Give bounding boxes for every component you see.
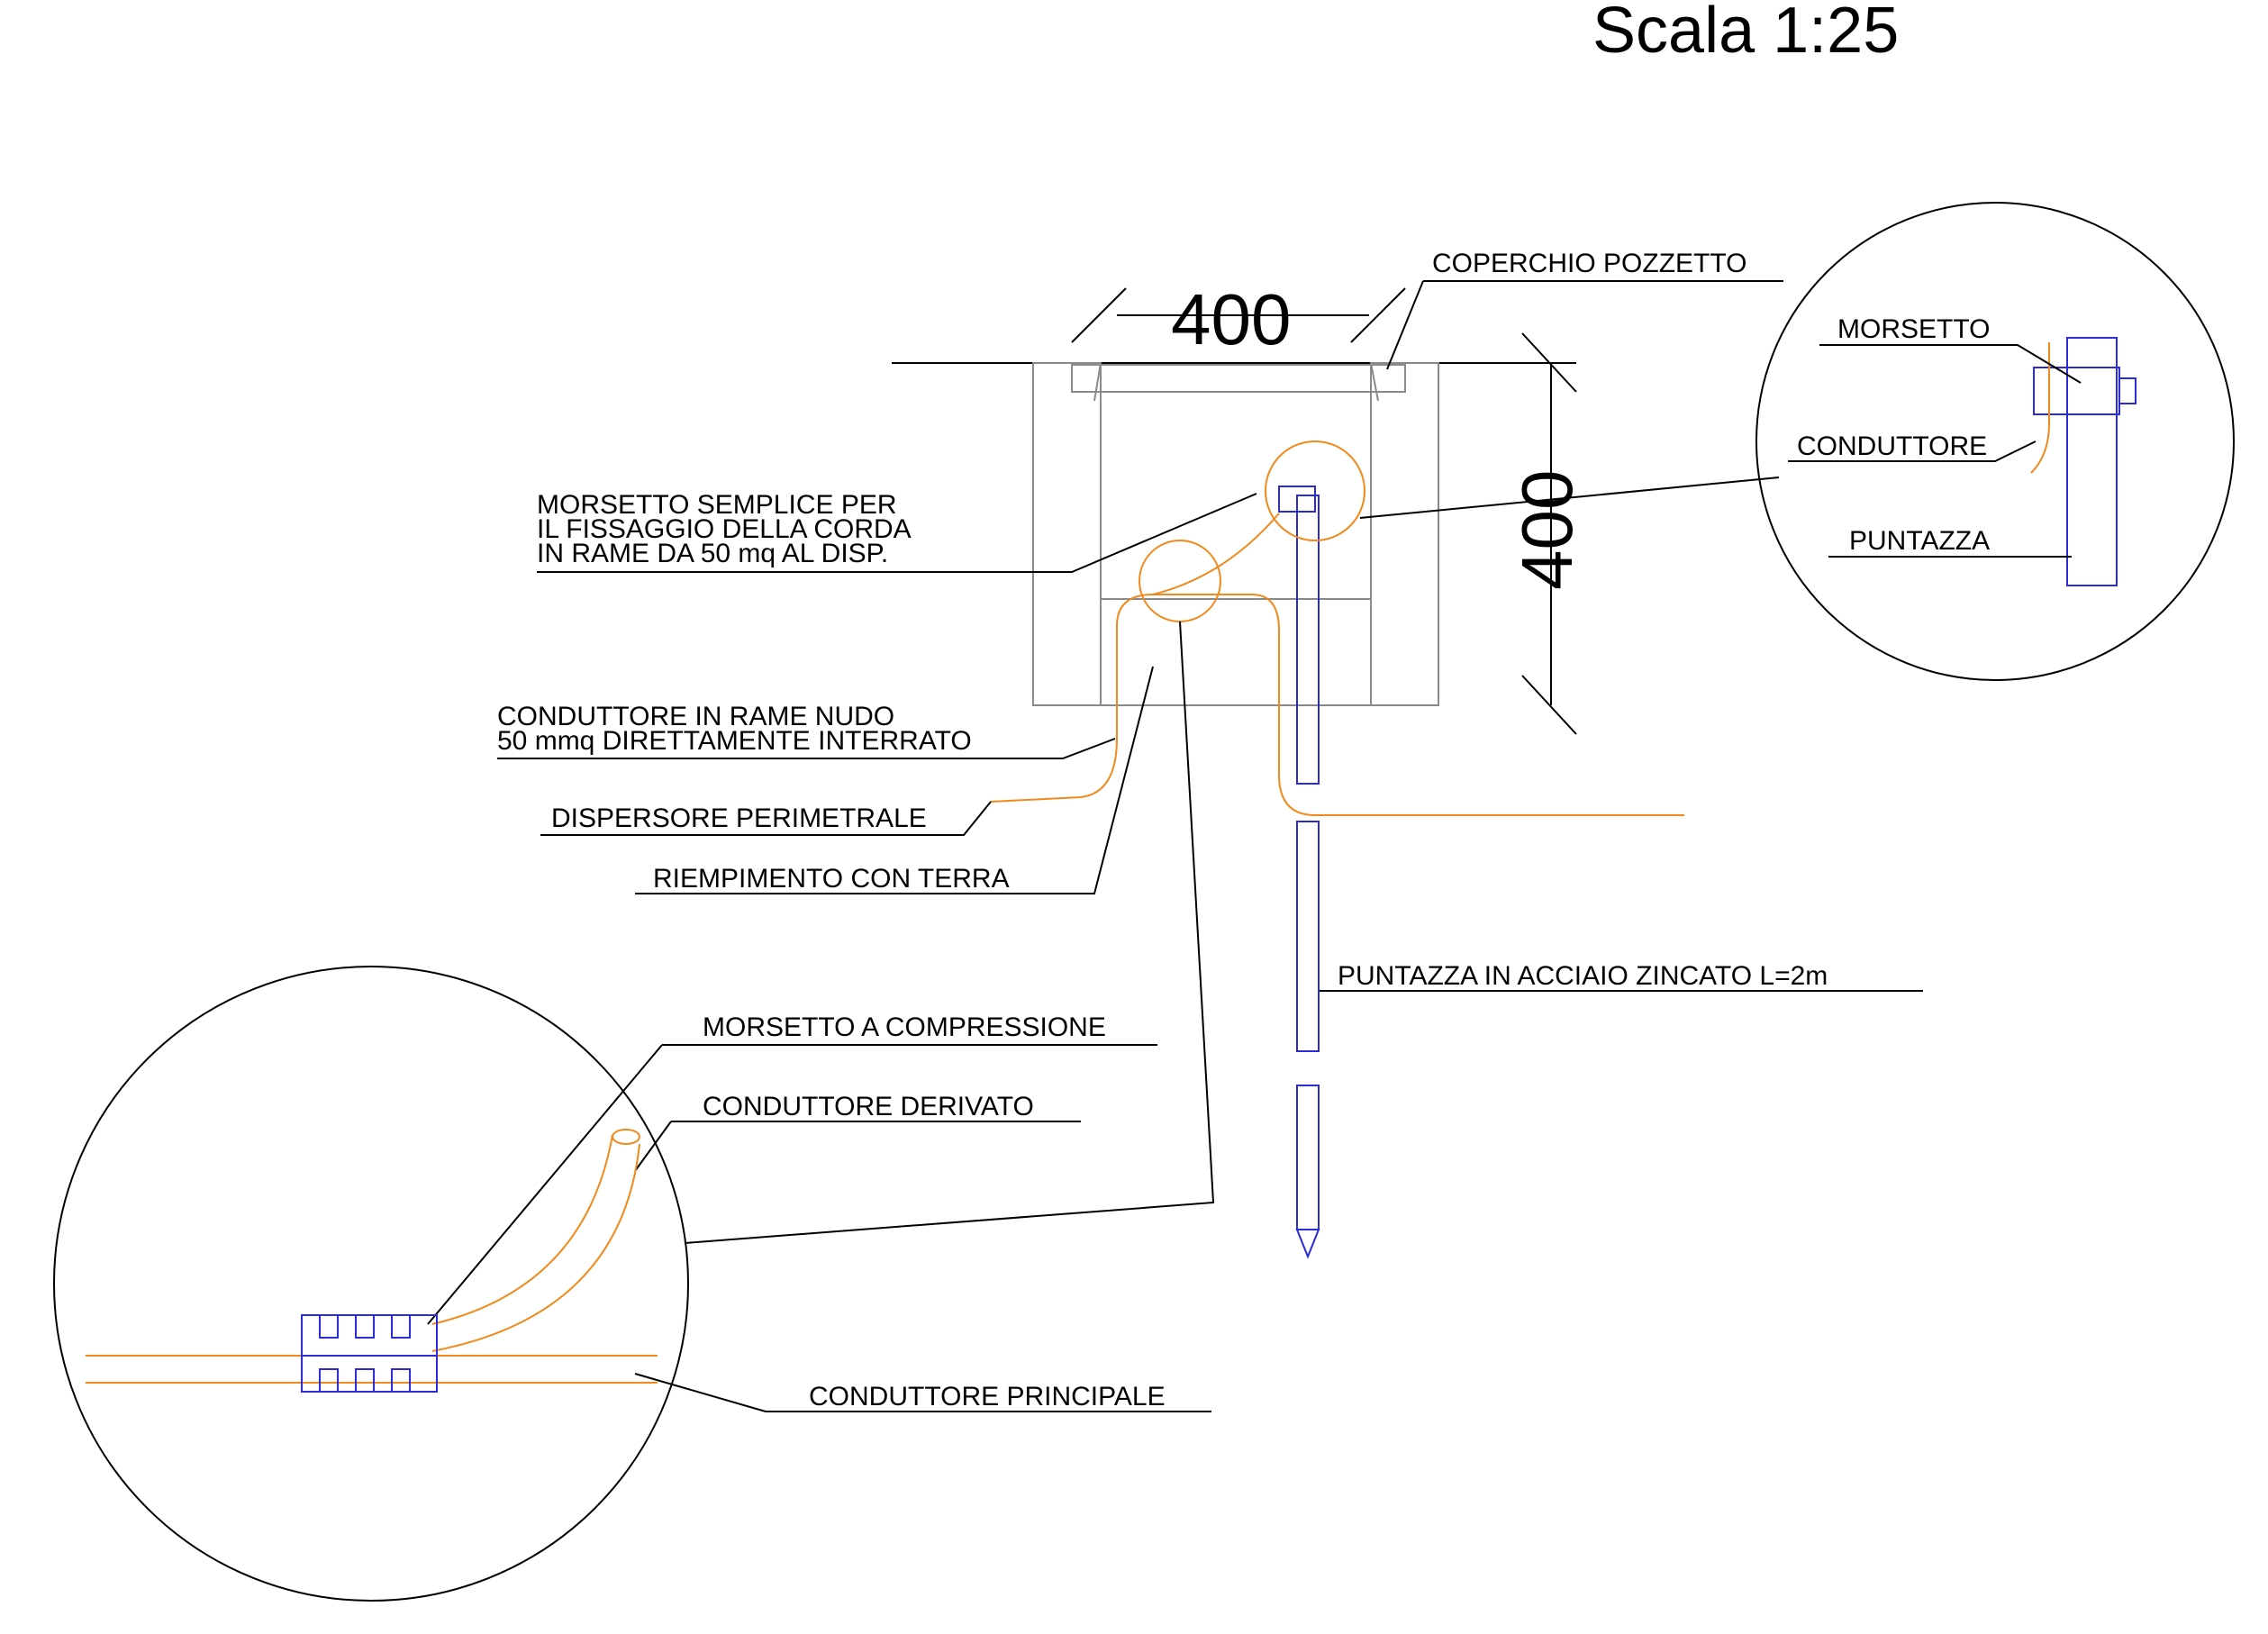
label-conduttore-derivato: CONDUTTORE DERIVATO (703, 1092, 1034, 1121)
rod-clamp (1278, 486, 1316, 513)
dimension-height-label: 400 (1507, 470, 1587, 590)
clamp-detail-marker (1265, 440, 1365, 541)
label-morsetto-semplice-1: MORSETTO SEMPLICE PER (537, 490, 897, 520)
pit-concrete (1032, 362, 1439, 706)
detail-compression-circle (53, 966, 689, 1602)
label-conduttore-principale: CONDUTTORE PRINCIPALE (809, 1382, 1166, 1412)
pit-cover (1071, 364, 1406, 393)
compression-detail-marker (1139, 540, 1221, 622)
label-conduttore-rame-2: 50 mmq DIRETTAMENTE INTERRATO (497, 726, 972, 756)
label-dispersore: DISPERSORE PERIMETRALE (551, 803, 927, 833)
label-morsetto-semplice-3: IN RAME DA 50 mq AL DISP. (537, 539, 888, 568)
detail-label-morsetto: MORSETTO (1837, 314, 1990, 344)
copper-conductor (990, 440, 1684, 816)
grounding-rod (1278, 486, 1320, 1259)
label-morsetto-semplice-2: IL FISSAGGIO DELLA CORDA (537, 514, 912, 544)
dimension-height: 400 (1507, 332, 1587, 735)
dimension-width: 400 (1071, 279, 1406, 359)
label-conduttore-rame-1: CONDUTTORE IN RAME NUDO (497, 702, 894, 731)
label-puntazza-acciaio: PUNTAZZA IN ACCIAIO ZINCATO L=2m (1338, 961, 1828, 991)
dimension-width-label: 400 (1171, 279, 1291, 359)
detail-clamp-circle: MORSETTO CONDUTTORE PUNTAZZA (1359, 202, 2235, 681)
detail-label-conduttore: CONDUTTORE (1797, 431, 1987, 461)
label-riempimento: RIEMPIMENTO CON TERRA (653, 864, 1010, 894)
scale-title: Scala 1:25 (1592, 0, 1899, 67)
detail-label-puntazza: PUNTAZZA (1849, 526, 1990, 556)
label-morsetto-compressione: MORSETTO A COMPRESSIONE (703, 1012, 1106, 1042)
label-coperchio: COPERCHIO POZZETTO (1432, 249, 1746, 278)
